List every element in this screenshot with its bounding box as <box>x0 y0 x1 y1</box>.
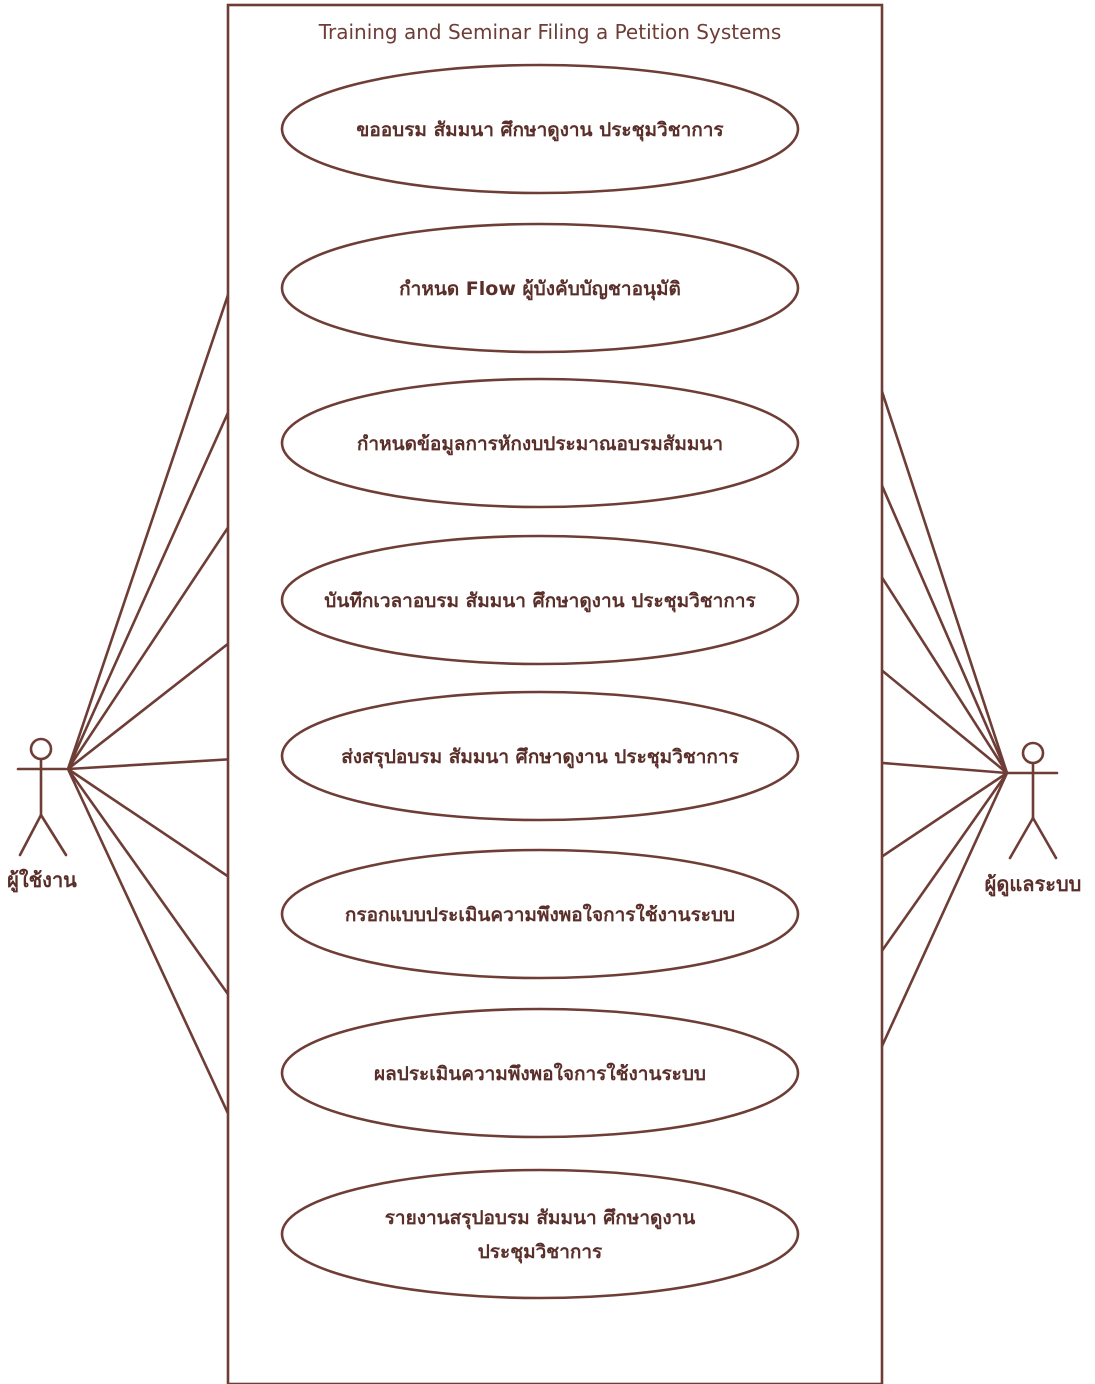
system-title: Training and Seminar Filing a Petition S… <box>318 20 782 44</box>
use-case-8[interactable]: รายงานสรุปอบรม สัมมนา ศึกษาดูงานประชุมวิ… <box>280 1168 800 1300</box>
use-case-ellipse <box>280 534 800 666</box>
use-case-label: ผลประเมินความพึงพอใจการใช้งานระบบ <box>374 1062 706 1085</box>
use-case-7[interactable]: ผลประเมินความพึงพอใจการใช้งานระบบ <box>280 1007 800 1139</box>
use-case-3[interactable]: กำหนดข้อมูลการหักงบประมาณอบรมสัมมนา <box>280 377 800 509</box>
use-case-ellipse <box>280 377 800 509</box>
use-case-label: ส่งสรุปอบรม สัมมนา ศึกษาดูงาน ประชุมวิชา… <box>341 746 739 769</box>
actor-admin[interactable]: ผู้ดูแลระบบ <box>985 741 1082 898</box>
use-case-label: บันทึกเวลาอบรม สัมมนา ศึกษาดูงาน ประชุมว… <box>324 590 756 613</box>
use-cases: ขออบรม สัมมนา ศึกษาดูงาน ประชุมวิชาการกำ… <box>280 63 800 1300</box>
actor-user-figure-icon <box>16 737 68 857</box>
actor-user-label: ผู้ใช้งาน <box>7 868 77 894</box>
use-case-ellipse <box>280 222 800 354</box>
actor-admin-figure-icon <box>1005 741 1059 860</box>
use-case-label: รายงานสรุปอบรม สัมมนา ศึกษาดูงาน <box>385 1207 696 1230</box>
use-case-1[interactable]: ขออบรม สัมมนา ศึกษาดูงาน ประชุมวิชาการ <box>280 63 800 195</box>
actor-admin-label: ผู้ดูแลระบบ <box>985 872 1082 898</box>
use-case-ellipse <box>280 848 800 980</box>
use-case-2[interactable]: กำหนด Flow ผู้บังคับบัญชาอนุมัติ <box>280 222 800 354</box>
use-case-ellipse <box>280 63 800 195</box>
use-case-5[interactable]: ส่งสรุปอบรม สัมมนา ศึกษาดูงาน ประชุมวิชา… <box>280 690 800 822</box>
use-case-label: ขออบรม สัมมนา ศึกษาดูงาน ประชุมวิชาการ <box>356 119 724 142</box>
use-case-6[interactable]: กรอกแบบประเมินความพึงพอใจการใช้งานระบบ <box>280 848 800 980</box>
use-case-ellipse <box>280 690 800 822</box>
use-case-label: กำหนด Flow ผู้บังคับบัญชาอนุมัติ <box>399 278 681 301</box>
use-case-label: กำหนดข้อมูลการหักงบประมาณอบรมสัมมนา <box>357 433 723 456</box>
use-case-label: กรอกแบบประเมินความพึงพอใจการใช้งานระบบ <box>345 903 735 926</box>
use-case-4[interactable]: บันทึกเวลาอบรม สัมมนา ศึกษาดูงาน ประชุมว… <box>280 534 800 666</box>
use-case-ellipse <box>280 1168 800 1300</box>
actor-user[interactable]: ผู้ใช้งาน <box>7 737 77 894</box>
use-case-ellipse <box>280 1007 800 1139</box>
use-case-label: ประชุมวิชาการ <box>478 1241 603 1264</box>
